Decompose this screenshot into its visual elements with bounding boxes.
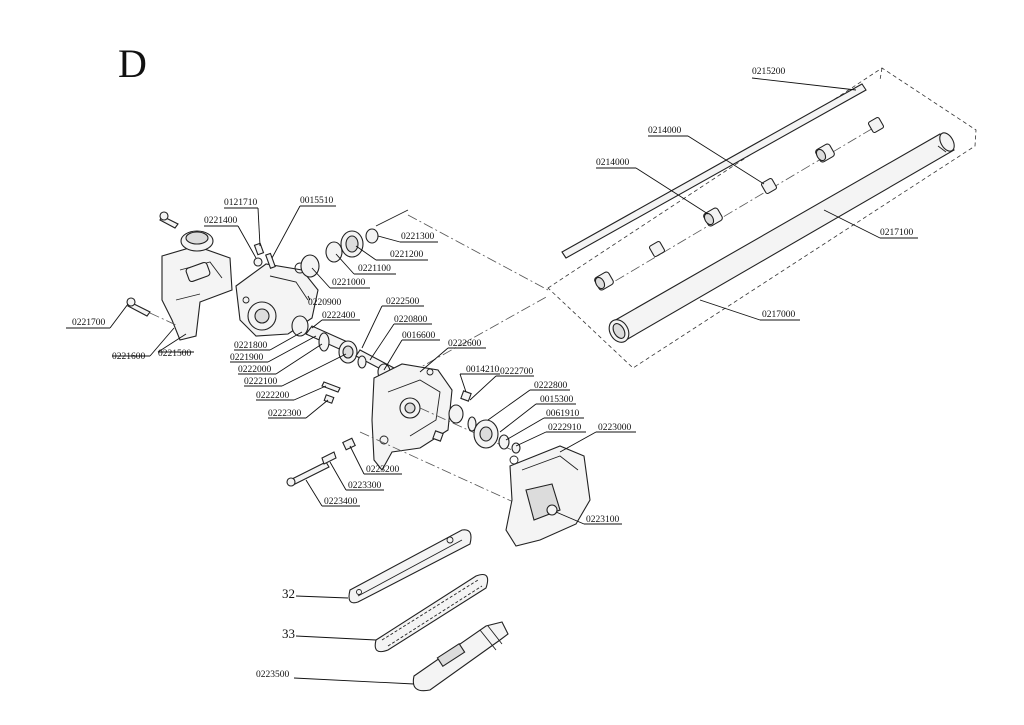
sprocket-housing-drawing	[286, 363, 521, 506]
callout-label: 0214000	[596, 158, 630, 168]
leader-lines	[66, 77, 918, 685]
callout-label: 0222500	[386, 297, 420, 307]
callout-label: 0214000	[648, 126, 682, 136]
callout-label: 0221500	[158, 349, 192, 359]
sprocket-cover-drawing	[505, 445, 591, 547]
callout-label: 0222600	[448, 339, 482, 349]
callout-label: 0217100	[880, 228, 914, 238]
callout-label: 0014210	[466, 365, 500, 375]
callout-label: 0015510	[300, 196, 334, 206]
callout-label: 0222000	[238, 365, 272, 375]
callout-label: 0222300	[268, 409, 302, 419]
callout-label: 0223500	[256, 670, 290, 680]
callout-label: 0221000	[332, 278, 366, 288]
callout-label: 0220800	[394, 315, 428, 325]
callout-label: 0221600	[112, 352, 146, 362]
callout-label: 0217000	[762, 310, 796, 320]
callout-label: 0223200	[366, 465, 400, 475]
callout-label: 0015300	[540, 395, 574, 405]
callout-label: 0221400	[204, 216, 238, 226]
callout-label: 0222100	[244, 377, 278, 387]
callout-label: 0016600	[402, 331, 436, 341]
callout-label: 0221300	[401, 232, 435, 242]
callout-label: 0061910	[546, 409, 580, 419]
callout-label: 0222700	[500, 367, 534, 377]
callout-label: 0121710	[224, 198, 258, 208]
callout-label: 0221200	[390, 250, 424, 260]
callout-labels: 0215200 0214000 0214000 0217100 0217000 …	[72, 67, 914, 680]
callout-label: 0221900	[230, 353, 264, 363]
callout-label: 0221800	[234, 341, 268, 351]
callout-label: 0222400	[322, 311, 356, 321]
callout-label: 0223000	[598, 423, 632, 433]
shaft-assembly-drawing	[547, 67, 977, 369]
callout-label: 0221700	[72, 318, 106, 328]
callout-label: 0223300	[348, 481, 382, 491]
callout-label: 0222910	[548, 423, 582, 433]
callout-label: 0220900	[308, 298, 342, 308]
callout-label: 0221100	[358, 264, 391, 274]
callout-label: 0215200	[752, 67, 786, 77]
callout-label: 32	[282, 586, 295, 601]
callout-label: 0223100	[586, 515, 620, 525]
bar-chain-guard-drawing	[348, 529, 509, 692]
callout-label: 0223400	[324, 497, 358, 507]
callout-label: 0222200	[256, 391, 290, 401]
section-letter: D	[118, 41, 147, 86]
gear-head-drawing	[126, 209, 549, 404]
callout-label: 33	[282, 626, 295, 641]
callout-label: 0222800	[534, 381, 568, 391]
